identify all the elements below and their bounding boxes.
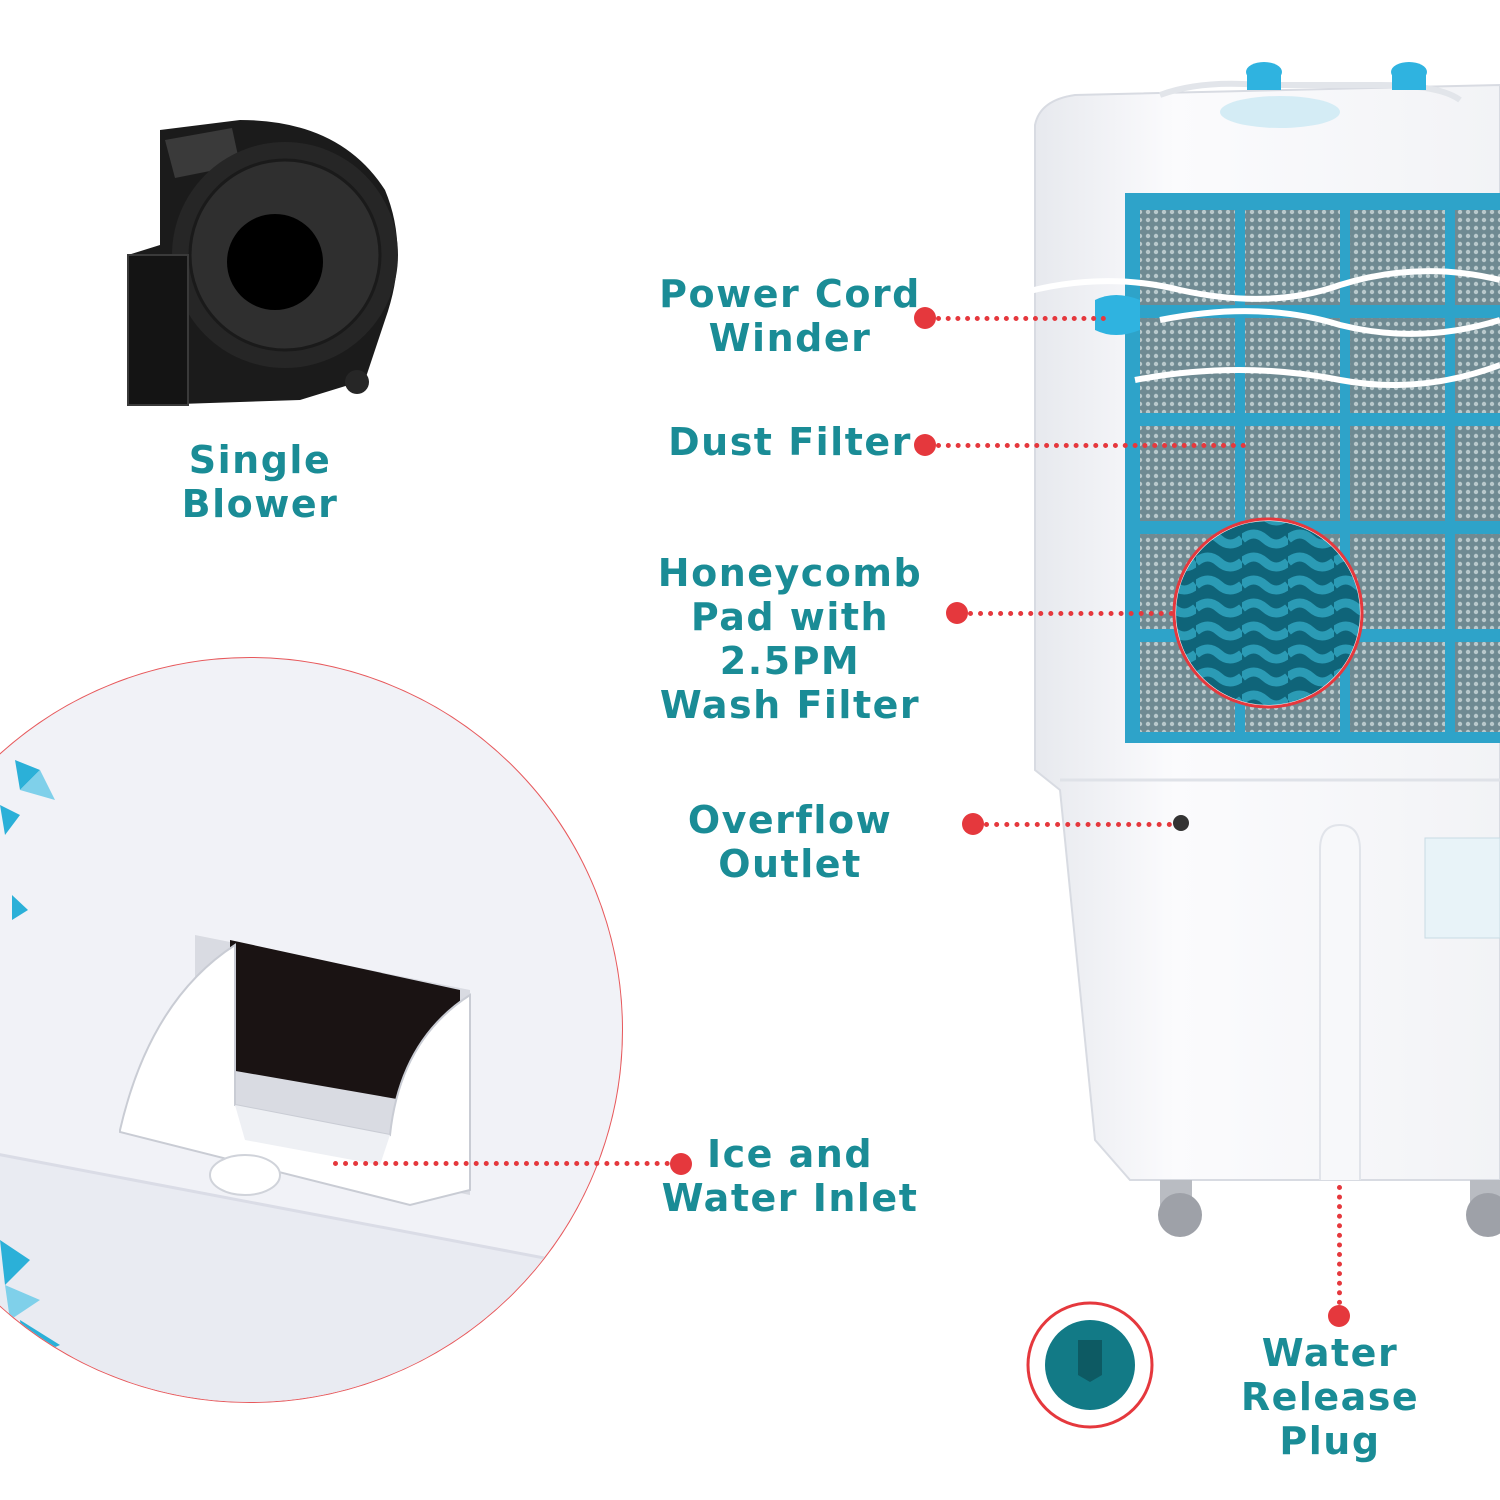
pointer-line-dust-filter [936,443,1246,448]
pointer-dot-dust-filter [914,434,936,456]
label-dust-filter: Dust Filter [668,420,912,464]
pointer-line-honeycomb [968,611,1174,616]
cooler-image [1014,62,1500,1237]
pointer-line-ice-inlet [333,1161,670,1166]
pointer-dot-ice-inlet [670,1153,692,1175]
honeycomb-zoom-image [1176,521,1360,705]
pointer-line-water-release [1337,1185,1342,1305]
label-honeycomb-pad: Honeycomb Pad with 2.5PM Wash Filter [657,551,923,727]
pointer-line-overflow [984,822,1172,827]
blower-image [127,120,398,406]
pointer-dot-honeycomb [946,602,968,624]
pointer-dot-overflow [962,813,984,835]
ice-inlet-zoom-image [0,657,623,1403]
label-power-cord-winder: Power Cord Winder [659,272,921,360]
pointer-dot-power-cord [914,307,936,329]
label-ice-water-inlet: Ice and Water Inlet [661,1132,919,1220]
pointer-dot-water-release [1328,1305,1350,1327]
label-overflow-outlet: Overflow Outlet [687,798,893,886]
pointer-line-power-cord [936,316,1106,321]
label-single-blower: Single Blower [181,438,339,526]
water-plug-image [1026,1301,1154,1429]
label-water-release-plug: Water Release Plug [1240,1331,1420,1463]
